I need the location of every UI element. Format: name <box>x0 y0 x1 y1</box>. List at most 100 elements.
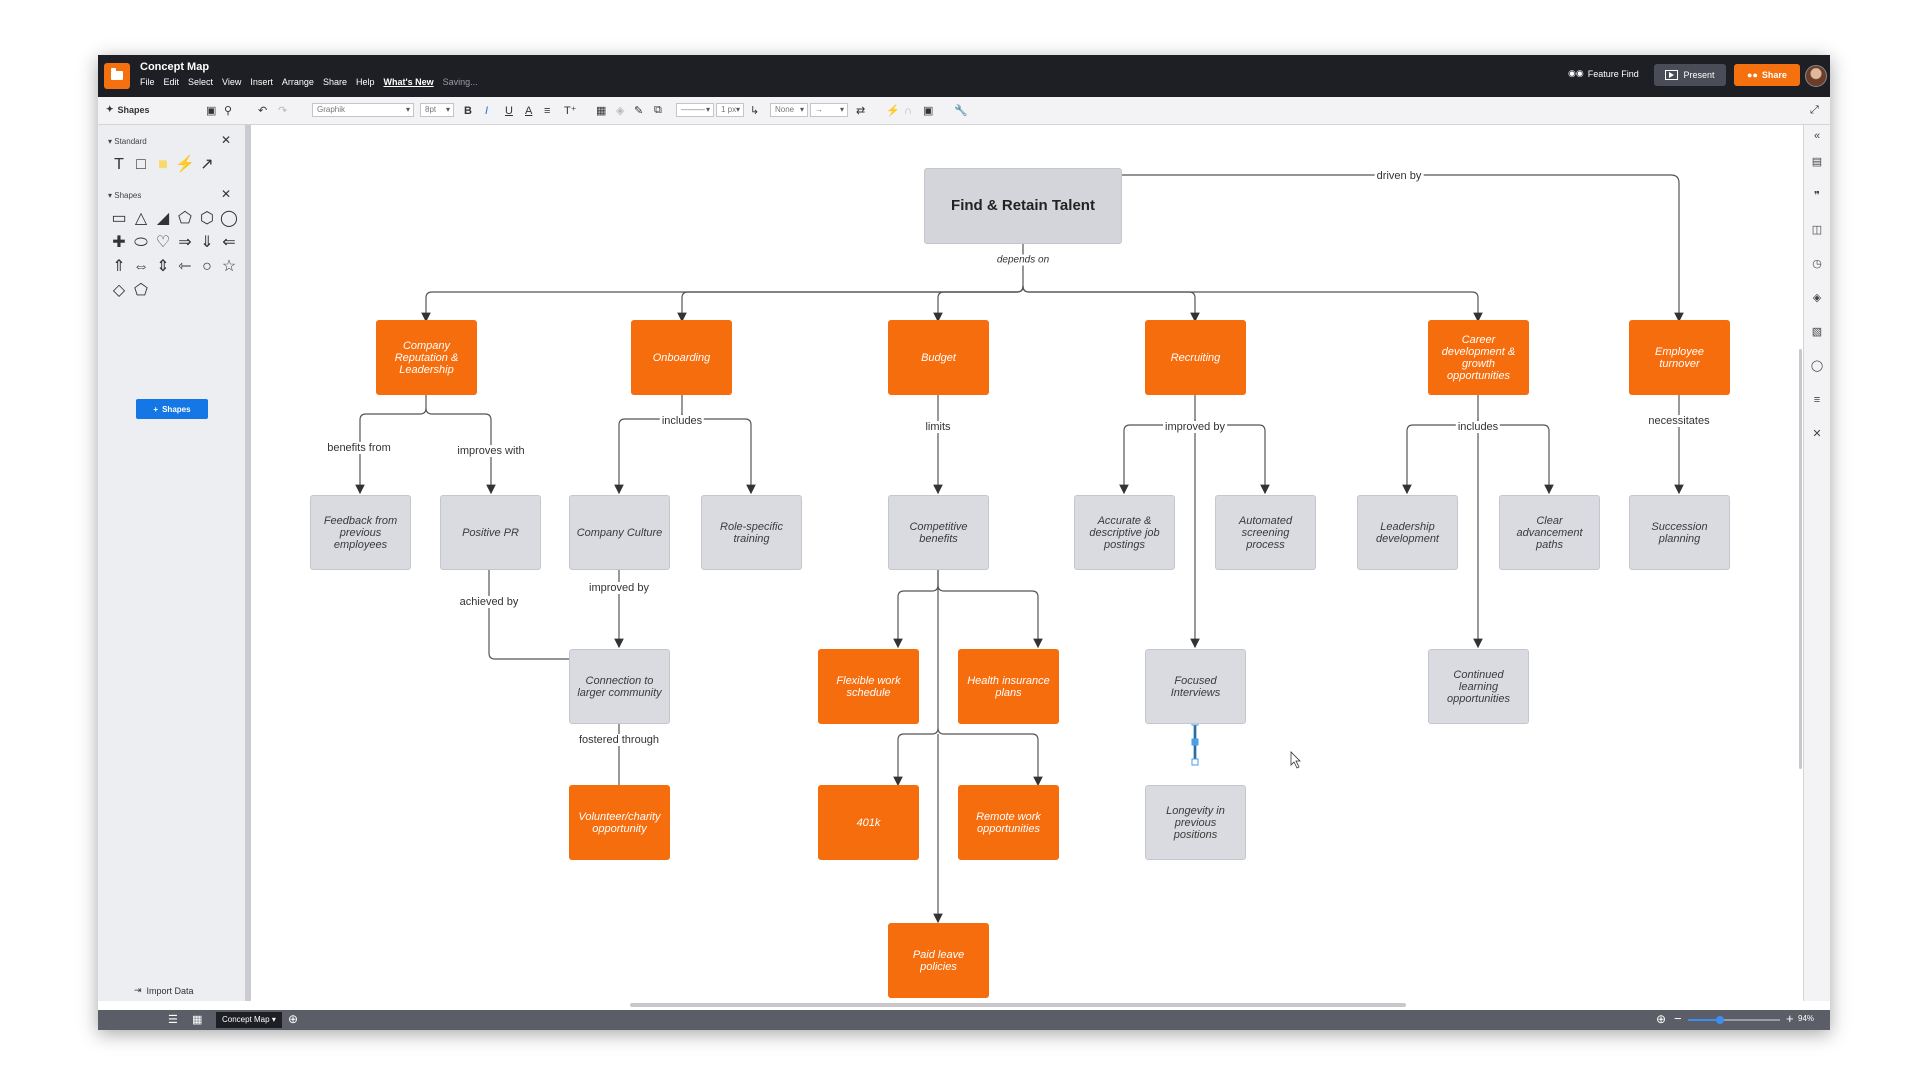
connector[interactable] <box>677 285 1024 323</box>
edge-label-benefits-from[interactable]: benefits from <box>325 442 393 454</box>
connector[interactable] <box>937 727 1043 787</box>
menu-help[interactable]: Help <box>355 77 375 87</box>
table-icon[interactable]: ▦ <box>596 105 607 117</box>
node-accurate-postings[interactable]: Accurate & descriptive job postings <box>1074 495 1175 570</box>
connector[interactable] <box>614 381 683 495</box>
import-data-button[interactable]: ⇥ Import Data <box>134 985 194 996</box>
arrow-left-shape-icon[interactable]: ⇐ <box>222 234 236 251</box>
stack-icon[interactable]: ≡ <box>1813 394 1821 406</box>
connector[interactable] <box>1119 381 1196 495</box>
node-company-reputation[interactable]: Company Reputation & Leadership <box>376 320 477 395</box>
page-icon[interactable]: ▤ <box>1811 156 1823 168</box>
share-button[interactable]: ●● Share <box>1734 64 1800 86</box>
diagram-canvas[interactable]: depends on driven by benefits from impro… <box>251 125 1801 1001</box>
node-remote-work[interactable]: Remote work opportunities <box>958 785 1059 860</box>
node-feedback[interactable]: Feedback from previous employees <box>310 495 411 570</box>
edge-label-achieved-by[interactable]: achieved by <box>457 596 521 608</box>
close-standard-icon[interactable]: ✕ <box>220 133 231 147</box>
add-shapes-button[interactable]: + Shapes <box>136 399 208 419</box>
arrow-right-shape-icon[interactable]: ⇒ <box>178 234 192 251</box>
menu-view[interactable]: View <box>222 77 242 87</box>
menu-insert[interactable]: Insert <box>250 77 273 87</box>
line-end-select[interactable]: → <box>810 103 848 117</box>
node-automated-screening[interactable]: Automated screening process <box>1215 495 1316 570</box>
edge-label-improves-with[interactable]: improves with <box>455 445 527 457</box>
connector-type-icon[interactable]: ↳ <box>750 105 760 117</box>
connector[interactable] <box>893 567 939 787</box>
page-tab[interactable]: Concept Map ▾ <box>216 1012 282 1028</box>
node-flexible-work[interactable]: Flexible work schedule <box>818 649 919 724</box>
zoom-slider[interactable] <box>1688 1016 1780 1024</box>
vertical-scrollbar[interactable] <box>1799 349 1802 769</box>
text-color-icon[interactable]: A <box>525 104 533 117</box>
image-icon[interactable]: ▣ <box>206 105 217 117</box>
zoom-slider-handle[interactable] <box>1716 1016 1724 1024</box>
node-continued-learning[interactable]: Continued learning opportunities <box>1428 649 1529 724</box>
underline-icon[interactable]: U <box>505 104 513 117</box>
search-icon[interactable]: ⚲ <box>224 105 233 117</box>
hexagon-shape-icon[interactable]: ⬡ <box>200 210 214 227</box>
node-budget[interactable]: Budget <box>888 320 989 395</box>
bold-icon[interactable]: B <box>464 104 472 117</box>
connector[interactable] <box>1022 285 1483 323</box>
star-shape-icon[interactable]: ☆ <box>221 258 237 275</box>
presentation-icon[interactable]: ◫ <box>1811 224 1823 236</box>
connector[interactable] <box>937 584 1043 649</box>
collapse-panel-icon[interactable]: « <box>1813 130 1821 142</box>
flash-icon[interactable]: ⚡ <box>886 105 900 117</box>
double-arrow-v-shape-icon[interactable]: ⇕ <box>156 258 170 275</box>
node-recruiting[interactable]: Recruiting <box>1145 320 1246 395</box>
connector[interactable] <box>425 407 496 495</box>
line-tool-icon[interactable]: ↗ <box>200 156 214 173</box>
connector[interactable] <box>488 567 595 664</box>
node-career-development[interactable]: Career development & growth opportunitie… <box>1428 320 1529 395</box>
triangle-shape-icon[interactable]: △ <box>134 210 148 227</box>
node-health-insurance[interactable]: Health insurance plans <box>958 649 1059 724</box>
root-node[interactable]: Find & Retain Talent <box>924 168 1122 244</box>
data-icon[interactable]: ▧ <box>1811 326 1823 338</box>
standard-section-header[interactable]: ▾ Standard <box>108 137 147 146</box>
node-succession-planning[interactable]: Succession planning <box>1629 495 1730 570</box>
heart-shape-icon[interactable]: ♡ <box>155 234 171 251</box>
menu-edit[interactable]: Edit <box>163 77 180 87</box>
edge-label-includes[interactable]: includes <box>659 415 705 427</box>
font-size-select[interactable]: 8pt <box>420 103 454 117</box>
wrench-icon[interactable]: 🔧 <box>954 105 968 117</box>
callout-arrow-shape-icon[interactable]: ⇽ <box>178 258 192 275</box>
node-focused-interviews[interactable]: Focused Interviews <box>1145 649 1246 724</box>
text-options-icon[interactable]: T⁺ <box>564 105 577 117</box>
menu-share[interactable]: Share <box>322 77 347 87</box>
selected-connector[interactable] <box>1191 718 1199 766</box>
octagon-shape-icon[interactable]: ○ <box>202 258 212 275</box>
line-width-select[interactable]: 1 px <box>716 103 744 117</box>
style-icon[interactable]: ⧉ <box>654 104 662 116</box>
menu-file[interactable]: File <box>140 77 155 87</box>
align-icon[interactable]: ≡ <box>544 104 551 117</box>
double-arrow-h-shape-icon[interactable]: ⇔ <box>133 258 149 275</box>
connector[interactable] <box>355 381 427 495</box>
zoom-level[interactable]: 94% <box>1798 1014 1815 1023</box>
zoom-in-icon[interactable]: + <box>1786 1011 1794 1026</box>
edge-label-improved-by[interactable]: improved by <box>587 582 651 594</box>
lightning-tool-icon[interactable]: ⚡ <box>175 156 195 173</box>
edge-label-improved-by[interactable]: improved by <box>1163 421 1227 433</box>
edge-label-necessitates[interactable]: necessitates <box>1646 415 1712 427</box>
edge-label-limits[interactable]: limits <box>923 421 953 433</box>
connector[interactable] <box>1402 381 1479 495</box>
list-view-icon[interactable]: ☰ <box>168 1014 178 1026</box>
font-family-select[interactable]: Graphik <box>312 103 414 117</box>
tools-icon[interactable]: ✕ <box>1812 428 1822 440</box>
edge-label-includes[interactable]: includes <box>1455 421 1501 433</box>
document-title[interactable]: Concept Map <box>140 61 210 73</box>
user-avatar[interactable] <box>1805 65 1827 87</box>
horizontal-scrollbar[interactable] <box>630 1003 1406 1007</box>
fill-color-icon[interactable]: ◈ <box>616 105 625 117</box>
node-paid-leave[interactable]: Paid leave policies <box>888 923 989 998</box>
arrow-up-shape-icon[interactable]: ⇑ <box>112 258 126 275</box>
layers-icon[interactable]: ◈ <box>1812 292 1822 304</box>
arrow-down-shape-icon[interactable]: ⇓ <box>200 234 214 251</box>
node-competitive-benefits[interactable]: Competitive benefits <box>888 495 989 570</box>
circle-shape-icon[interactable]: ◯ <box>220 210 238 227</box>
edge-label-depends-on[interactable]: depends on <box>994 254 1052 266</box>
node-onboarding[interactable]: Onboarding <box>631 320 732 395</box>
